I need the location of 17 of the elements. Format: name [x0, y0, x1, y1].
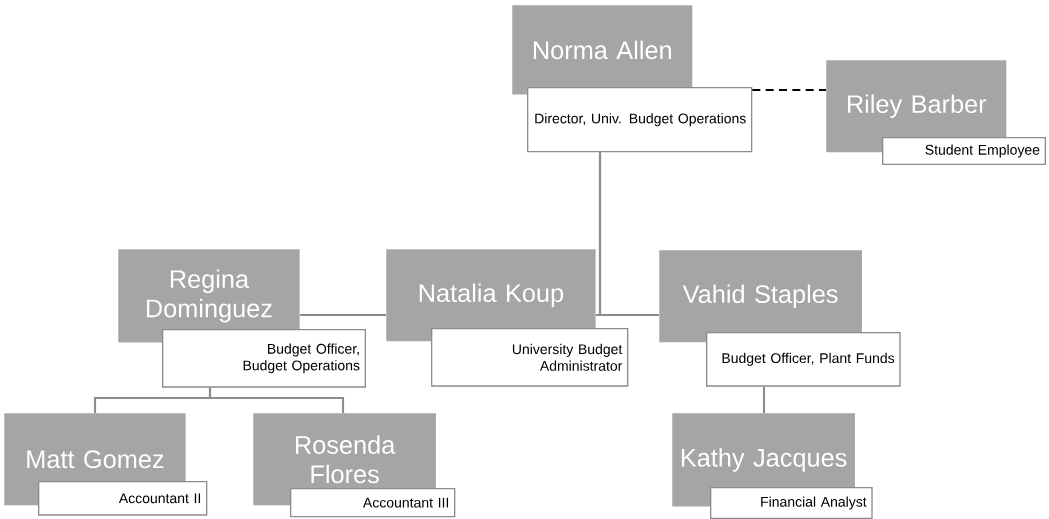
connector-line [598, 152, 659, 317]
org-chart-box: Natalia Koup University Budget Administrator [386, 249, 629, 387]
org-chart-box: Vahid Staples Budget Officer, Plant Funds [659, 250, 901, 387]
org-chart-box: Riley Barber Student Employee [826, 60, 1046, 165]
connector-line [299, 313, 386, 317]
connector-line [752, 88, 826, 92]
connector-line [762, 386, 766, 413]
org-chart-box: Regina Dominguez Budget Officer, Budget Operations [118, 249, 366, 388]
connector-line [208, 387, 345, 413]
node-label: Budget Officer, Budget Operations [243, 343, 360, 374]
org-chart-box: Rosenda Flores Accountant III [253, 413, 456, 518]
node-label: University Budget Administrator [512, 343, 623, 371]
org-chart-box: Kathy Jacques Financial Analyst [672, 413, 873, 519]
node-label: Director, Univ. Budget Operations [535, 113, 746, 127]
org-chart-box: Matt Gomez Accountant II [4, 413, 208, 516]
org-chart-box: Norma Allen Director, Univ. Budget Operations [512, 5, 753, 153]
node-label: Budget Officer, Plant Funds [722, 352, 895, 366]
